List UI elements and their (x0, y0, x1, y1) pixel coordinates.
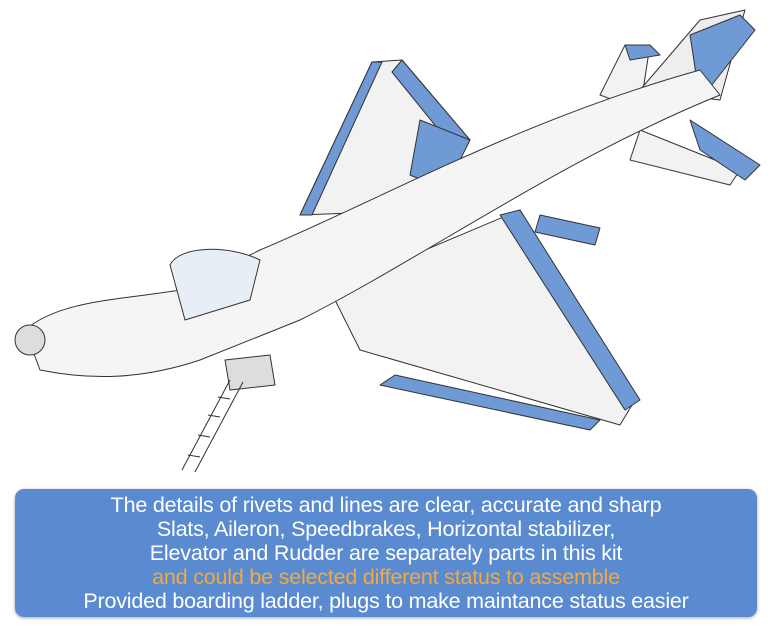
caption-line-details: The details of rivets and lines are clea… (110, 493, 662, 517)
caption-line-parts: Slats, Aileron, Speedbrakes, Horizontal … (156, 517, 616, 541)
caption-line-ladder: Provided boarding ladder, plugs to make … (83, 589, 689, 613)
elevator-lower (689, 119, 761, 181)
lower-slat (499, 209, 641, 411)
stabilizer-lower (629, 129, 741, 186)
lower-wing (329, 209, 636, 426)
caption-line-status-highlight: and could be selected different status t… (152, 565, 620, 589)
nose-probe (14, 324, 46, 356)
feature-caption-box: The details of rivets and lines are clea… (15, 489, 757, 617)
speedbrake (534, 214, 601, 246)
boarding-ladder (181, 354, 276, 473)
caption-line-separate: Elevator and Rudder are separately parts… (149, 541, 623, 565)
lower-aileron (379, 374, 601, 431)
aircraft-illustration (14, 9, 761, 473)
upper-slat (299, 61, 383, 216)
canopy (169, 248, 261, 321)
elevator-upper (624, 44, 661, 61)
